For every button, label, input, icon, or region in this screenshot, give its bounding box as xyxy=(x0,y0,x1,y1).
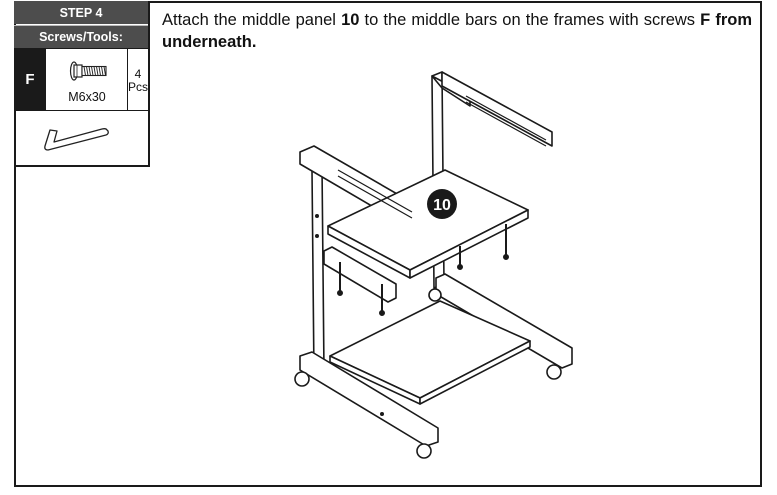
instruction-part2: to the middle bars on the frames with sc… xyxy=(359,11,701,29)
instruction-text: Attach the middle panel 10 to the middle… xyxy=(162,9,752,53)
allen-key-icon xyxy=(44,128,109,151)
cart-assembly-diagram: 10 xyxy=(294,71,573,459)
screw-size-label: M6x30 xyxy=(68,90,106,104)
instruction-panel-number: 10 xyxy=(341,11,360,29)
instruction-part3: from underneath. xyxy=(162,11,753,51)
tool-row xyxy=(14,110,148,165)
part-letter: F xyxy=(14,49,46,110)
instruction-part1: Attach the middle panel xyxy=(162,11,342,29)
instruction-screw-letter: F xyxy=(700,11,711,29)
quantity-value: 4 xyxy=(134,67,142,81)
step-label: STEP 4 xyxy=(14,1,148,24)
quantity-cell: 4 Pcs xyxy=(128,49,148,110)
callout-marker xyxy=(427,189,457,219)
tools-label: Screws/Tools: xyxy=(14,25,148,48)
callout-number: 10 xyxy=(433,197,451,214)
parts-sidebar: STEP 4 Screws/Tools: F xyxy=(14,1,150,167)
page-frame xyxy=(14,1,762,487)
quantity-unit: Pcs xyxy=(128,80,149,94)
screw-icon xyxy=(69,61,107,81)
screw-cell: M6x30 xyxy=(47,49,128,110)
screw-part-row: F xyxy=(14,48,148,111)
